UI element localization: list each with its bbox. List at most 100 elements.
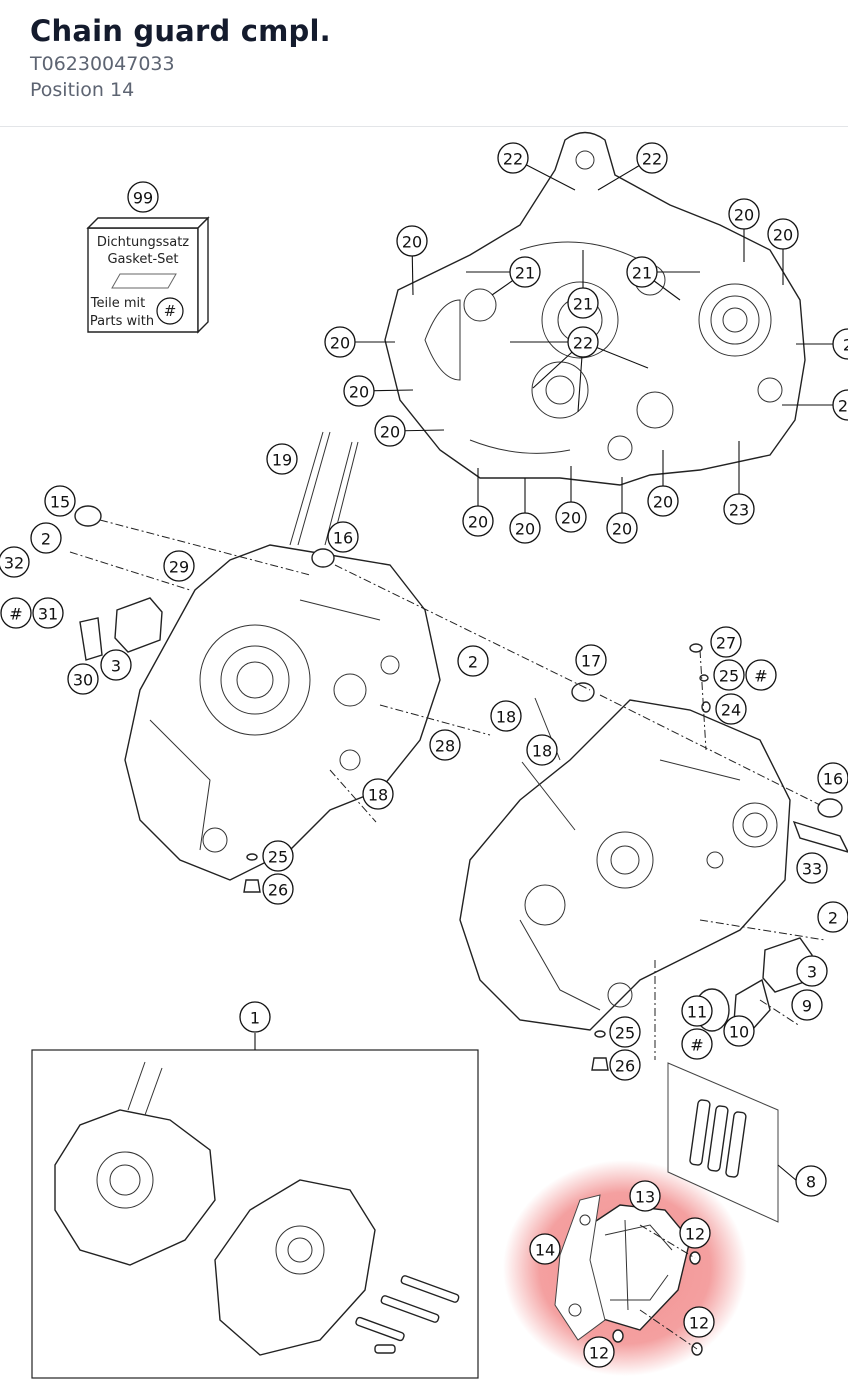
callout-label: 27 [716,634,736,653]
callout-12[interactable]: 12 [583,1336,615,1368]
callout-17[interactable]: 17 [575,644,607,676]
callout-27[interactable]: 27 [710,626,742,658]
callout-label: 24 [721,701,741,720]
callout-20[interactable]: 20 [396,225,428,257]
callout-23[interactable]: 23 [723,493,755,525]
callout-26[interactable]: 26 [609,1049,641,1081]
callout-circle [583,1336,615,1368]
seal-part-30 [79,617,103,661]
callout-3[interactable]: 3 [796,955,828,987]
callout-hash[interactable]: # [681,1028,713,1060]
callout-30[interactable]: 30 [67,663,99,695]
callout-20[interactable]: 20 [343,375,375,407]
callout-16[interactable]: 16 [327,521,359,553]
callout-circle [710,626,742,658]
callout-label: 21 [632,264,652,283]
callout-14[interactable]: 14 [529,1233,561,1265]
washer-part-25b [699,674,709,682]
callout-13[interactable]: 13 [629,1180,661,1212]
callout-circle [681,1028,713,1060]
callout-label: 99 [133,189,153,208]
callout-circle [30,522,62,554]
callout-9[interactable]: 9 [791,989,823,1021]
callout-label: 28 [435,737,455,756]
callout-18[interactable]: 18 [490,700,522,732]
callout-20[interactable]: 20 [647,485,679,517]
callout-circle [647,485,679,517]
callout-2[interactable]: 2 [457,645,489,677]
callout-21[interactable]: 21 [509,256,541,288]
callout-2[interactable]: 2 [832,328,848,360]
callout-20[interactable]: 20 [555,501,587,533]
crankcase-complete-box[interactable] [31,1049,479,1379]
callout-20[interactable]: 20 [728,198,760,230]
callout-19[interactable]: 19 [266,443,298,475]
washer-part-25c [594,1030,606,1038]
callout-label: 2 [41,530,51,549]
callout-21[interactable]: 21 [626,256,658,288]
callout-23[interactable]: 23 [832,389,848,421]
callout-20[interactable]: 20 [324,326,356,358]
callout-circle [715,693,747,725]
callout-label: 1 [250,1009,260,1028]
washer-part-25a [246,853,258,861]
callout-label: # [754,667,767,686]
callout-label: 20 [380,423,400,442]
callout-circle [728,198,760,230]
callout-26[interactable]: 26 [262,873,294,905]
callout-label: 20 [734,206,754,225]
callout-circle [67,663,99,695]
callout-33[interactable]: 33 [796,852,828,884]
callout-25[interactable]: 25 [609,1016,641,1048]
callout-20[interactable]: 20 [509,512,541,544]
callout-31[interactable]: 31 [32,597,64,629]
callout-hash[interactable]: # [745,659,777,691]
gasket-set-box[interactable]: Dichtungssatz Gasket-Set Teile mit Parts… [86,216,210,334]
callout-2[interactable]: 2 [30,522,62,554]
callout-18[interactable]: 18 [362,778,394,810]
callout-20[interactable]: 20 [374,415,406,447]
callout-22[interactable]: 22 [636,142,668,174]
callout-label: 32 [4,554,24,573]
callout-circle [396,225,428,257]
callout-circle [266,443,298,475]
crankcase-left-half [124,431,441,881]
callout-8[interactable]: 8 [795,1165,827,1197]
callout-99[interactable]: 99 [127,181,159,213]
callout-21[interactable]: 21 [567,287,599,319]
bearing-part-15 [74,505,102,527]
callout-18[interactable]: 18 [526,734,558,766]
callout-32[interactable]: 32 [0,546,30,578]
callout-16[interactable]: 16 [817,762,848,794]
callout-20[interactable]: 20 [462,505,494,537]
callout-25[interactable]: 25 [713,659,745,691]
callout-circle [327,521,359,553]
callout-label: 20 [612,520,632,539]
callout-1[interactable]: 1 [239,1001,271,1033]
callout-label: 22 [573,334,593,353]
callout-3[interactable]: 3 [100,649,132,681]
callout-22[interactable]: 22 [497,142,529,174]
callout-20[interactable]: 20 [767,218,799,250]
callout-circle [127,181,159,213]
callout-circle [163,550,195,582]
callout-25[interactable]: 25 [262,840,294,872]
callout-20[interactable]: 20 [606,512,638,544]
callout-24[interactable]: 24 [715,693,747,725]
callout-label: 10 [729,1023,749,1042]
chain-guard-assembly[interactable] [554,1194,703,1356]
callout-circle [767,218,799,250]
callout-11[interactable]: 11 [681,995,713,1027]
callout-label: 23 [729,501,749,520]
callout-22[interactable]: 22 [567,326,599,358]
callout-hash[interactable]: # [0,597,32,629]
callout-15[interactable]: 15 [44,485,76,517]
gasket-set-marker: # [164,302,177,320]
callout-10[interactable]: 10 [723,1015,755,1047]
callout-2[interactable]: 2 [817,901,848,933]
callout-29[interactable]: 29 [163,550,195,582]
callout-28[interactable]: 28 [429,729,461,761]
callout-12[interactable]: 12 [683,1306,715,1338]
callout-circle [529,1233,561,1265]
callout-12[interactable]: 12 [679,1217,711,1249]
